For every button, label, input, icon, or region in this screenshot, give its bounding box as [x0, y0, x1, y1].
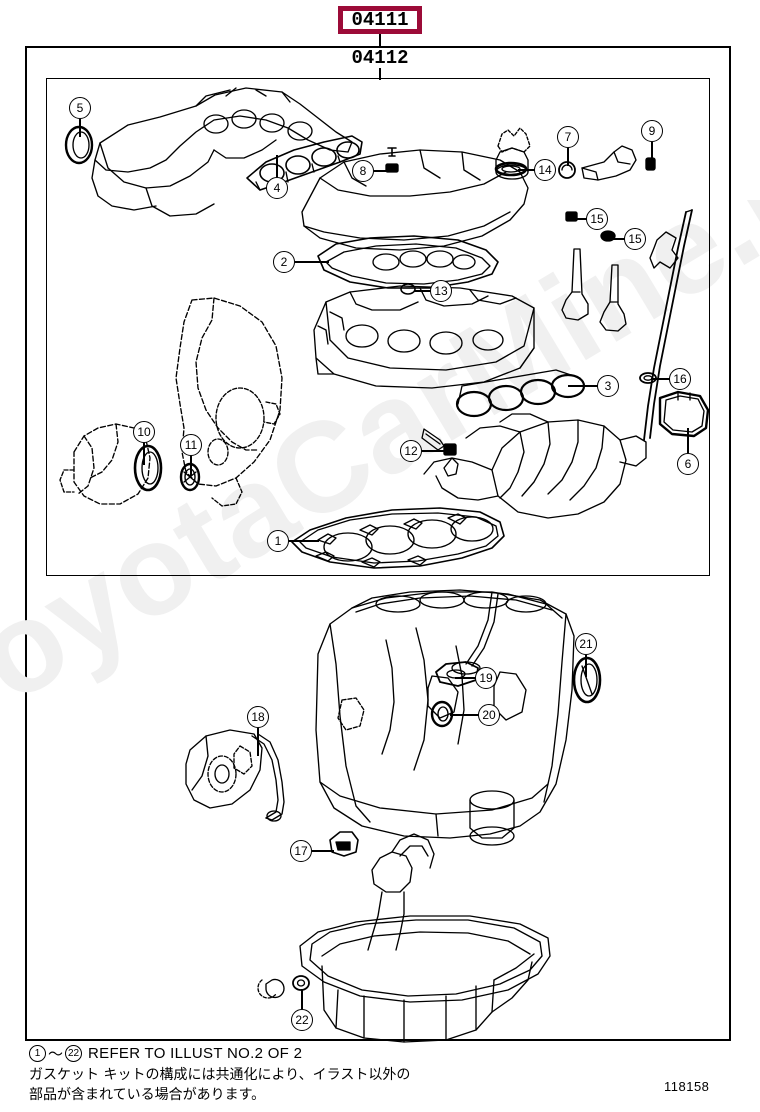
callout-leader-line — [585, 655, 587, 677]
callout-19[interactable]: 19 — [475, 667, 497, 689]
refer-text: REFER TO ILLUST NO.2 OF 2 — [88, 1045, 303, 1062]
callout-14[interactable]: 14 — [534, 159, 556, 181]
callout-leader-line — [518, 169, 536, 171]
callout-leader-line — [374, 170, 396, 172]
callout-8[interactable]: 8 — [352, 160, 374, 182]
callout-7[interactable]: 7 — [557, 126, 579, 148]
callout-10[interactable]: 10 — [133, 421, 155, 443]
callout-leader-line — [295, 261, 329, 263]
part-number-connector-upper — [379, 34, 381, 47]
upper-illustration-box — [46, 78, 710, 576]
callout-17[interactable]: 17 — [290, 840, 312, 862]
callout-15[interactable]: 15 — [624, 228, 646, 250]
callout-leader-line — [606, 238, 626, 240]
callout-leader-line — [687, 428, 689, 453]
japanese-note-line-1: ガスケット キットの構成には共通化により、イラスト以外の — [29, 1067, 411, 1083]
callout-leader-line — [455, 677, 477, 679]
callout-9[interactable]: 9 — [641, 120, 663, 142]
range-tilde: 〜 — [48, 1046, 64, 1063]
callout-20[interactable]: 20 — [478, 704, 500, 726]
callout-leader-line — [312, 850, 334, 852]
header-part-number-zone: 04111 04112 — [0, 0, 760, 80]
secondary-part-number: 04112 — [351, 47, 409, 69]
callout-leader-line — [567, 148, 569, 166]
callout-leader-line — [143, 443, 145, 465]
callout-leader-line — [79, 119, 81, 137]
callout-leader-line — [651, 378, 671, 380]
refer-to-illust-line: 1 〜 22 REFER TO ILLUST NO.2 OF 2 — [29, 1043, 302, 1064]
callout-4[interactable]: 4 — [266, 177, 288, 199]
callout-3[interactable]: 3 — [597, 375, 619, 397]
primary-part-number-box: 04111 — [338, 6, 422, 34]
callout-11[interactable]: 11 — [180, 434, 202, 456]
primary-part-number: 04111 — [351, 8, 409, 31]
callout-leader-line — [568, 385, 599, 387]
callout-15[interactable]: 15 — [586, 208, 608, 230]
callout-leader-line — [414, 290, 432, 292]
diagram-id: 118158 — [664, 1079, 710, 1094]
callout-22[interactable]: 22 — [291, 1009, 313, 1031]
callout-13[interactable]: 13 — [430, 280, 452, 302]
callout-leader-line — [651, 142, 653, 163]
callout-12[interactable]: 12 — [400, 440, 422, 462]
japanese-note: ガスケット キットの構成には共通化により、イラスト以外の 部品が含まれている場合… — [29, 1065, 410, 1106]
callout-5[interactable]: 5 — [69, 97, 91, 119]
callout-1[interactable]: 1 — [267, 530, 289, 552]
callout-21[interactable]: 21 — [575, 633, 597, 655]
callout-leader-line — [190, 456, 192, 476]
callout-leader-line — [301, 989, 303, 1009]
callout-16[interactable]: 16 — [669, 368, 691, 390]
callout-leader-line — [289, 540, 319, 542]
callout-6[interactable]: 6 — [677, 453, 699, 475]
callout-leader-line — [276, 155, 278, 177]
callout-2[interactable]: 2 — [273, 251, 295, 273]
callout-leader-line — [568, 218, 588, 220]
header-divider-rule — [25, 46, 731, 48]
callout-leader-line — [422, 450, 444, 452]
callout-leader-line — [450, 714, 480, 716]
part-number-connector-lower — [379, 68, 381, 80]
japanese-note-line-2: 部品が含まれている場合があります。 — [29, 1087, 266, 1104]
range-start-circle: 1 — [29, 1045, 46, 1062]
callout-leader-line — [257, 728, 259, 756]
range-end-circle: 22 — [65, 1045, 83, 1062]
callout-18[interactable]: 18 — [247, 706, 269, 728]
